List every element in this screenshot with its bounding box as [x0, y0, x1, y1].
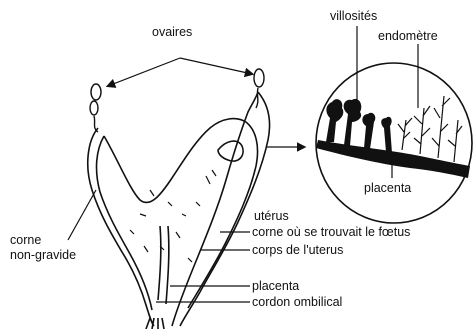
- label-uterus: utérus: [254, 209, 289, 223]
- magnifier-outline: [316, 63, 472, 223]
- cervix: [158, 226, 169, 304]
- label-corne-2: non-gravide: [10, 248, 76, 262]
- left-horn-inner: [97, 136, 152, 310]
- label-corne-foetus: corne où se trouvait le fœtus: [252, 225, 410, 239]
- uterus-outer-wall: [88, 92, 258, 326]
- label-ovaires: ovaires: [152, 25, 192, 39]
- ovaires-leader: [108, 58, 180, 86]
- detail-circle: [316, 63, 472, 223]
- uterus-drawing: [88, 92, 270, 329]
- right-ovary: [254, 69, 264, 87]
- right-oviduct: [256, 88, 258, 108]
- label-corne-1: corne: [10, 233, 41, 247]
- right-horn-inner: [188, 122, 258, 308]
- left-ovary: [91, 84, 101, 100]
- label-cordon: cordon ombilical: [252, 295, 342, 309]
- cord-end: [146, 318, 164, 329]
- corne-leader: [68, 190, 96, 240]
- ovaires-leader-right: [180, 58, 252, 74]
- label-corps-uterus: corps de l'uterus: [252, 243, 343, 257]
- left-ovary-lower: [90, 101, 98, 115]
- label-placenta: placenta: [252, 279, 299, 293]
- uterus-top-curve: [104, 119, 246, 203]
- label-endometre: endomètre: [378, 29, 438, 43]
- label-villosites: villosités: [330, 9, 377, 23]
- ovaries: [90, 69, 264, 132]
- uterus-texture: [130, 170, 216, 262]
- horn-fold: [218, 141, 243, 161]
- label-placenta-detail: placenta: [364, 181, 411, 195]
